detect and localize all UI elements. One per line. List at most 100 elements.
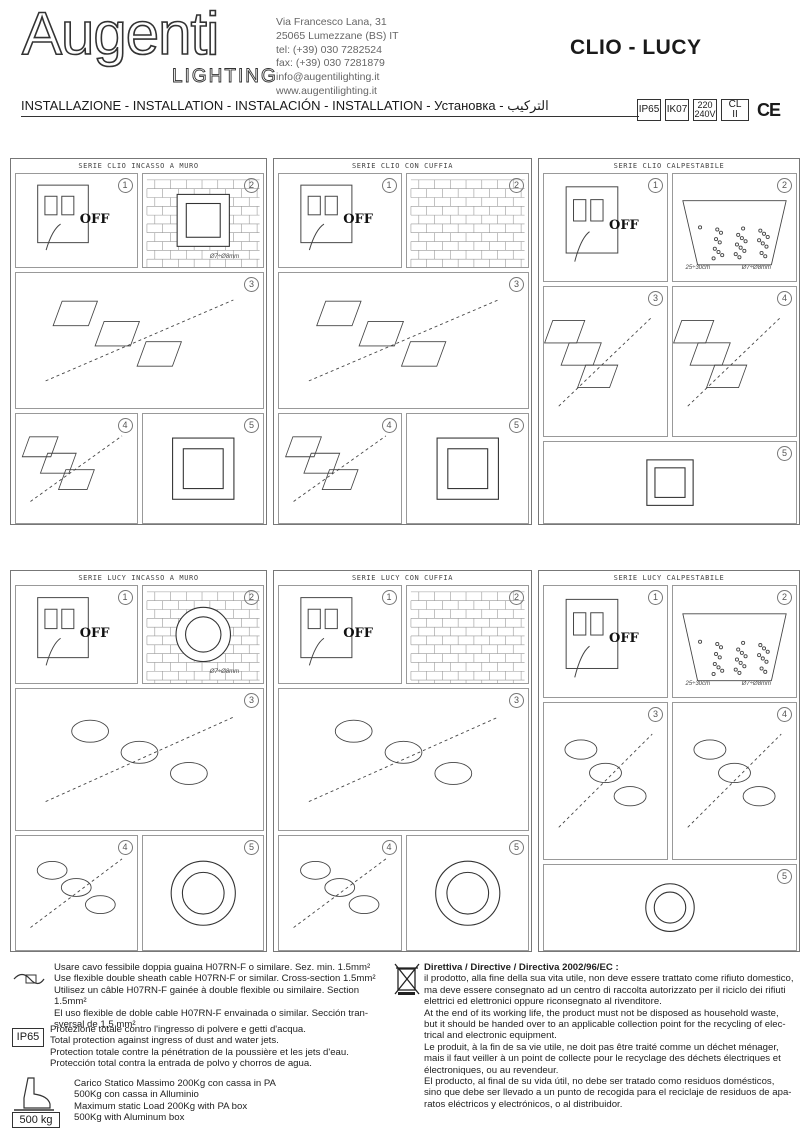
depth-label: 25÷30cm: [685, 681, 711, 688]
cable-size-label: Ø7÷Ø8mm: [741, 681, 772, 688]
step-4-illustration: 4: [15, 412, 138, 524]
logo-sub: LIGHTING: [172, 66, 278, 88]
step-number: 3: [648, 290, 663, 306]
step-number: 2: [509, 178, 524, 193]
cable-note-line: sversal de 1,5 mm²: [54, 1019, 136, 1031]
ip-note: Protezione totale contro l'ingresso di p…: [50, 1024, 380, 1070]
load-note-line: 500Kg con cassa in Alluminio: [74, 1089, 199, 1101]
step-3-illustration: 3: [15, 687, 264, 831]
address-line: 25065 Lumezzane (BS) IT: [276, 29, 399, 42]
panel-title: SERIE CLIO INCASSO A MURO: [78, 162, 199, 170]
load-note: Carico Statico Massimo 200Kg con cassa i…: [74, 1078, 374, 1124]
step-number: 5: [509, 417, 524, 433]
directive-line: ratos eléctricos y electrónicos, o al di…: [424, 1098, 623, 1110]
step-4-illustration: 4: [672, 702, 797, 860]
directive-line: elettrici ed elettronici oppure riconseg…: [424, 996, 662, 1008]
step-number: 1: [117, 178, 133, 193]
step-number: 3: [509, 692, 524, 708]
ip-note-line: Protezione totale contro l'ingresso di p…: [50, 1024, 306, 1035]
panel-title: SERIE LUCY CALPESTABILE: [613, 574, 725, 582]
step-drawing: [300, 597, 353, 666]
directive-line: électroniques, ou au revendeur.: [424, 1064, 559, 1076]
step-number: 5: [777, 868, 792, 884]
directive-line: il prodotto, alla fine della sua vita ut…: [424, 973, 794, 985]
weee-directive: Direttiva / Directive / Directiva 2002/9…: [424, 962, 802, 1110]
step-5-illustration: 5: [141, 412, 264, 524]
cable-size-label: Ø7÷Ø8mm: [209, 253, 240, 260]
cable-size-label: Ø7÷Ø8mm: [209, 669, 240, 675]
voltage-badge: 220 240V: [693, 99, 717, 121]
foot-load-icon: [14, 1077, 54, 1111]
step-number: 4: [117, 417, 133, 433]
step-drawing: [565, 186, 619, 262]
step-drawing: [410, 179, 525, 267]
step-drawing: [45, 716, 234, 802]
step-number: 1: [381, 590, 397, 605]
voltage-bottom: 240V: [694, 109, 716, 119]
website-link[interactable]: www.augentilighting.it: [276, 84, 377, 97]
step-drawing: [682, 200, 787, 266]
step-drawing: [171, 437, 234, 500]
ip-note-line: Total protection against ingress of dust…: [50, 1035, 279, 1047]
phone: tel: (+39) 030 7282524: [276, 43, 382, 56]
cable-note-line: El uso flexible de doble cable H07RN-F e…: [54, 1007, 369, 1019]
installation-heading: INSTALLAZIONE - INSTALLATION - INSTALACI…: [21, 98, 549, 113]
cable-note: Usare cavo fessibile doppia guaina H07RN…: [54, 962, 384, 1030]
step-drawing: [285, 435, 387, 502]
panel-title: SERIE LUCY INCASSO A MURO: [78, 574, 199, 582]
step-number: 2: [777, 590, 792, 605]
step-drawing: [436, 437, 499, 500]
step-drawing: [146, 179, 260, 267]
ip-note-line: Protección total contra la entrada de po…: [50, 1058, 312, 1070]
cable-note-line: Usare cavo fessibile doppia guaina H07RN…: [54, 962, 371, 973]
panel-title: SERIE CLIO CALPESTABILE: [613, 162, 725, 170]
ik-badge: IK07: [665, 99, 689, 121]
ip-note-line: Protection totale contre la pénétration …: [50, 1046, 349, 1058]
step-drawing: [170, 860, 236, 926]
step-drawing: [37, 184, 89, 251]
step-drawing: [300, 184, 353, 251]
directive-title: Direttiva / Directive / Directiva 2002/9…: [424, 962, 619, 973]
directive-line: Le produit, à la fin de sa vie utile, ne…: [424, 1041, 779, 1053]
step-drawing: [308, 716, 499, 802]
load-note-line: 500Kg with Aluminum box: [74, 1112, 185, 1124]
step-number: 1: [381, 178, 397, 193]
step-2-illustration: 2: [405, 173, 529, 268]
step-number: 4: [381, 417, 397, 433]
step-drawing: [682, 613, 787, 682]
directive-line: trical and electronic equipment.: [424, 1030, 557, 1042]
step-number: 5: [777, 445, 792, 461]
step-3-illustration: 3: [543, 702, 668, 860]
step-4-illustration: 4: [278, 412, 402, 524]
step-2-illustration: 2: [405, 585, 529, 684]
directive-line: El producto, al final de su vida útil, n…: [424, 1076, 775, 1088]
step-number: 4: [777, 707, 792, 723]
product-title: CLIO - LUCY: [570, 36, 702, 59]
ip-badge: IP65: [637, 99, 661, 121]
email-link[interactable]: info@augentilighting.it: [276, 71, 380, 84]
step-drawing: [308, 299, 499, 382]
augenti-logo: Augenti LIGHTING: [21, 3, 276, 88]
cable-note-line: Use flexible double sheath cable H07RN-F…: [54, 973, 376, 985]
cable-size-label: Ø7÷Ø8mm: [741, 265, 772, 272]
step-drawing: [434, 860, 500, 926]
step-number: 1: [648, 590, 663, 605]
step-number: 2: [244, 178, 259, 193]
company-address: Via Francesco Lana, 31 25065 Lumezzane (…: [276, 16, 399, 99]
directive-line: At the end of its working life, the prod…: [424, 1007, 779, 1019]
step-drawing: [146, 591, 260, 683]
step-number: 3: [648, 707, 663, 723]
step-drawing: [558, 734, 653, 829]
panel-title: SERIE CLIO CON CUFFIA: [351, 162, 454, 170]
step-3-illustration: 3: [15, 271, 264, 409]
